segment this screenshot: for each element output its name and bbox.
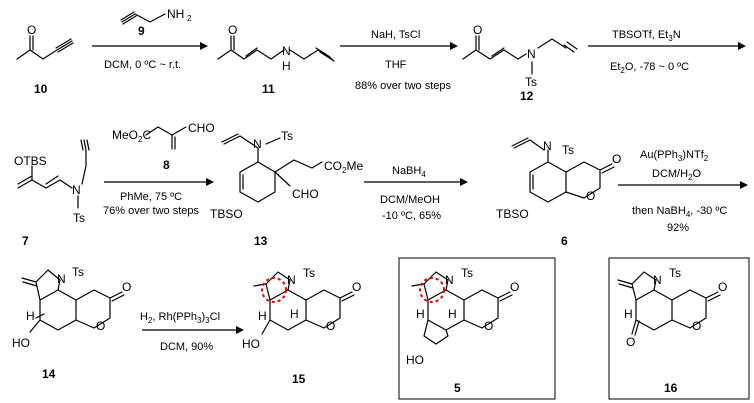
reaction-arrow: Au(PPh3)NTf2 DCM/H2O then NaBH4, -30 ºC … <box>618 149 748 234</box>
svg-text:Ts: Ts <box>303 266 315 280</box>
compound-13: N Ts CO2Me CHO TBSO 13 <box>210 129 363 248</box>
svg-text:Ts: Ts <box>525 75 537 89</box>
svg-text:O: O <box>612 152 621 166</box>
atom-o: O <box>27 23 36 37</box>
svg-text:H: H <box>26 309 35 323</box>
svg-text:11: 11 <box>262 82 275 96</box>
svg-text:N: N <box>543 139 552 153</box>
svg-text:N: N <box>653 273 662 287</box>
svg-text:H: H <box>624 307 633 321</box>
svg-text:DCM, 90%: DCM, 90% <box>160 341 213 353</box>
svg-text:then NaBH4, -30 ºC: then NaBH4, -30 ºC <box>632 205 727 219</box>
svg-text:-10 ºC, 65%: -10 ºC, 65% <box>382 210 441 222</box>
compound-number: 10 <box>34 82 48 96</box>
svg-text:Ts: Ts <box>73 211 85 225</box>
svg-text:H: H <box>290 307 299 321</box>
svg-text:MeO2C: MeO2C <box>112 128 151 144</box>
svg-text:7: 7 <box>22 234 29 248</box>
svg-text:O: O <box>122 280 131 294</box>
svg-text:O: O <box>96 319 105 333</box>
conditions: DCM, 0 ºC ~ r.t. <box>104 59 181 71</box>
svg-text:H2, Rh(PPh3)3Cl: H2, Rh(PPh3)3Cl <box>140 311 220 325</box>
svg-text:THF: THF <box>385 59 407 71</box>
compound-14: N Ts O O H HO 14 <box>12 265 131 381</box>
svg-text:O: O <box>692 319 701 333</box>
svg-text:TBSOTf, Et3N: TBSOTf, Et3N <box>612 29 681 43</box>
svg-text:NH: NH <box>167 7 184 21</box>
reagent-9: 9 <box>138 24 145 38</box>
svg-text:N: N <box>253 137 262 151</box>
svg-text:N: N <box>445 273 454 287</box>
svg-text:Et2O, -78 ~ 0 ºC: Et2O, -78 ~ 0 ºC <box>610 61 689 75</box>
svg-text:Ts: Ts <box>669 266 681 280</box>
reaction-arrow: TBSOTf, Et3N Et2O, -78 ~ 0 ºC <box>588 29 746 75</box>
svg-text:HO: HO <box>406 353 424 367</box>
svg-text:H: H <box>258 309 267 323</box>
svg-text:6: 6 <box>561 234 568 248</box>
svg-text:15: 15 <box>292 372 306 386</box>
reaction-arrow: NH 2 9 DCM, 0 ºC ~ r.t. <box>92 7 208 71</box>
svg-text:DCM/H2O: DCM/H2O <box>652 168 702 182</box>
svg-text:13: 13 <box>254 234 268 248</box>
compound-15: N Ts O O H H HO 15 <box>242 266 361 386</box>
svg-text:16: 16 <box>664 381 678 395</box>
highlight-circle <box>261 277 287 303</box>
svg-text:88% over two steps: 88% over two steps <box>355 80 451 92</box>
svg-text:TBSO: TBSO <box>496 207 529 221</box>
compound-10: O 10 <box>16 23 74 96</box>
svg-text:HO: HO <box>12 336 30 350</box>
svg-text:OTBS: OTBS <box>14 154 47 168</box>
svg-text:N: N <box>72 183 81 197</box>
svg-text:CO2Me: CO2Me <box>324 159 363 175</box>
svg-text:5: 5 <box>454 381 461 395</box>
svg-text:NaBH4: NaBH4 <box>392 165 426 179</box>
svg-text:O: O <box>326 319 335 333</box>
svg-text:O: O <box>586 189 595 203</box>
svg-text:O: O <box>510 280 519 294</box>
svg-text:TBSO: TBSO <box>210 207 243 221</box>
svg-text:8: 8 <box>163 158 170 172</box>
svg-text:O: O <box>626 335 635 349</box>
svg-text:N: N <box>287 273 296 287</box>
svg-text:92%: 92% <box>667 222 689 234</box>
svg-text:Ts: Ts <box>562 143 574 157</box>
svg-text:CHO: CHO <box>188 121 215 135</box>
reaction-arrow: NaH, TsCl THF 88% over two steps <box>340 29 458 92</box>
svg-text:H: H <box>282 59 291 73</box>
svg-text:Ts: Ts <box>461 266 473 280</box>
svg-text:N: N <box>527 47 536 61</box>
reaction-arrow: NaBH4 DCM/MeOH -10 ºC, 65% <box>364 165 468 222</box>
svg-text:H: H <box>416 307 425 321</box>
svg-text:CHO: CHO <box>292 187 319 201</box>
svg-text:Ts: Ts <box>72 265 84 279</box>
reaction-arrow: H2, Rh(PPh3)3Cl DCM, 90% <box>140 311 244 353</box>
compound-5-box: N Ts O O H H HO 5 <box>398 257 556 400</box>
compound-7: OTBS N Ts 7 <box>14 139 90 248</box>
svg-text:14: 14 <box>42 367 56 381</box>
svg-text:H: H <box>448 307 457 321</box>
reaction-arrow: MeO2C CHO 8 PhMe, 75 ºC 76% over two ste… <box>103 121 215 217</box>
svg-text:HO: HO <box>242 337 260 351</box>
svg-text:2: 2 <box>187 14 192 23</box>
compound-11: O N H 11 <box>217 23 335 96</box>
svg-text:N: N <box>282 44 291 58</box>
svg-text:O: O <box>718 280 727 294</box>
svg-text:NaH, TsCl: NaH, TsCl <box>371 29 420 41</box>
svg-text:O: O <box>473 23 482 37</box>
svg-text:O: O <box>352 280 361 294</box>
svg-text:Ts: Ts <box>281 129 293 143</box>
svg-text:O: O <box>228 23 237 37</box>
svg-text:12: 12 <box>520 89 534 103</box>
svg-text:76% over two steps: 76% over two steps <box>103 205 199 217</box>
compound-12: O N Ts 12 <box>462 23 578 103</box>
svg-text:PhMe, 75 ºC: PhMe, 75 ºC <box>120 191 182 203</box>
compound-16-box: N Ts O O H O 16 <box>608 257 750 400</box>
highlight-circle <box>419 277 445 303</box>
svg-text:Au(PPh3)NTf2: Au(PPh3)NTf2 <box>640 149 709 163</box>
svg-text:O: O <box>484 319 493 333</box>
svg-text:DCM/MeOH: DCM/MeOH <box>380 194 440 206</box>
svg-text:N: N <box>57 272 66 286</box>
compound-6: N Ts O O TBSO 6 <box>496 137 621 248</box>
